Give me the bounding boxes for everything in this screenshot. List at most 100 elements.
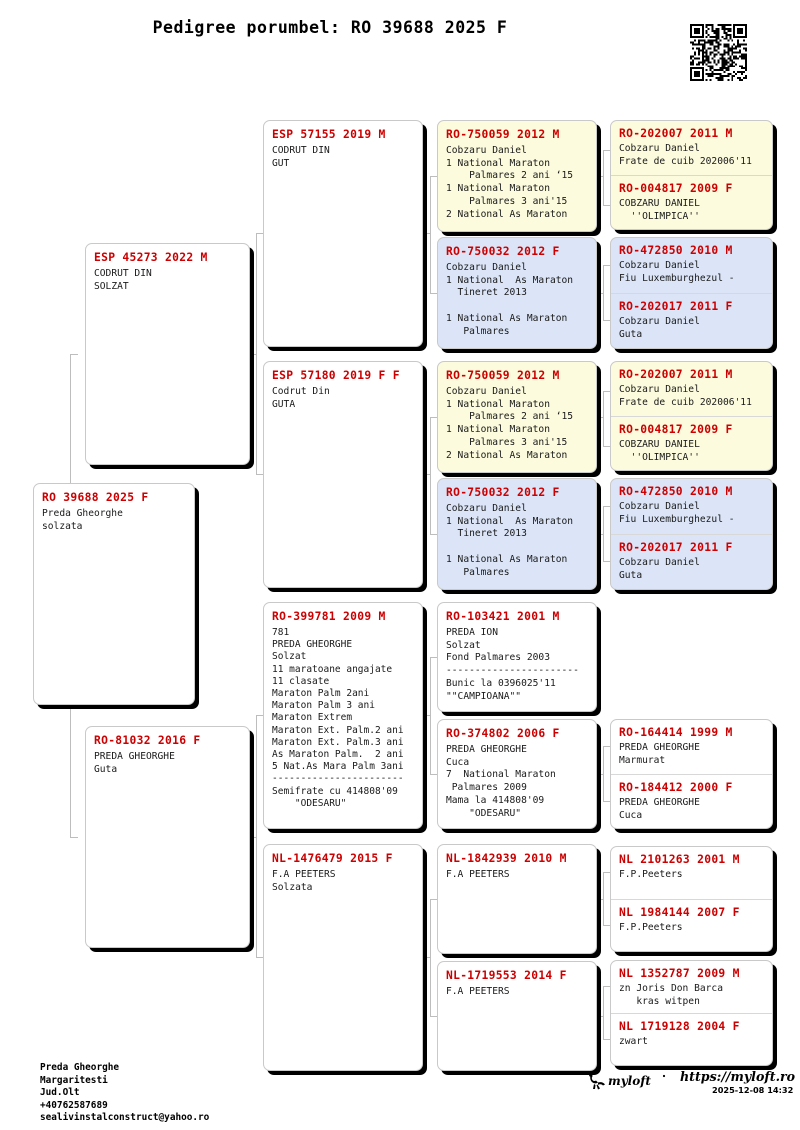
connector-line <box>256 233 257 474</box>
ring-number: RO-750059 2012 M <box>446 128 560 141</box>
connector-line <box>603 1039 611 1040</box>
pigeon-details: Cobzaru Daniel 1 National As Maraton Tin… <box>446 262 574 337</box>
gen4-card-7[interactable]: NL-1719553 2014 F F.A PEETERS <box>437 961 597 1071</box>
connector-line <box>430 899 438 900</box>
connector-line <box>603 265 604 320</box>
connector-line <box>603 801 611 802</box>
pigeon-details: Codrut Din GUTA <box>272 386 330 410</box>
ring-number: RO-184412 2000 F <box>619 781 733 794</box>
pigeon-details: CODRUT DIN GUT <box>272 145 330 169</box>
gen4-card-0[interactable]: RO-750059 2012 M Cobzaru Daniel 1 Nationa… <box>437 120 597 232</box>
gen5-stack-5: NL 2101263 2001 M F.P.Peeters NL 1984144 2… <box>610 846 773 952</box>
ring-number: NL-1719553 2014 F <box>446 969 567 982</box>
brand-url[interactable]: https://myloft.ro <box>680 1069 796 1084</box>
connector-line <box>423 957 430 958</box>
connector-line <box>597 534 603 535</box>
pigeon-details: 781 PREDA GHEORGHE Solzat 11 maratoane a… <box>272 627 404 809</box>
connector-line <box>603 746 611 747</box>
pigeon-details: F.P.Peeters <box>619 869 683 880</box>
ring-number: RO-202007 2011 M <box>619 368 733 381</box>
connector-line <box>603 320 611 321</box>
pigeon-details: zn Joris Don Barca kras witpen <box>619 983 723 1007</box>
connector-line <box>603 150 604 205</box>
gen4-card-2[interactable]: RO-750059 2012 M Cobzaru Daniel 1 Nationa… <box>437 361 597 473</box>
gen5-card-7[interactable]: RO-202017 2011 F Cobzaru Daniel Guta <box>611 535 772 589</box>
connector-line <box>70 837 78 838</box>
connector-line <box>603 986 604 1039</box>
connector-line <box>603 986 611 987</box>
pigeon-details: Cobzaru Daniel 1 National Maraton Palmar… <box>446 145 574 220</box>
connector-line <box>423 474 430 475</box>
pigeon-details: Cobzaru Daniel Guta <box>619 316 700 340</box>
ring-number: RO-750032 2012 F <box>446 245 560 258</box>
pigeon-details: Cobzaru Daniel 1 National Maraton Palmar… <box>446 386 574 461</box>
connector-line <box>603 506 604 561</box>
connector-line <box>603 446 611 447</box>
pigeon-details: Cobzaru Daniel Fiu Luxemburghezul - <box>619 501 735 525</box>
connector-line <box>597 417 603 418</box>
ring-number: RO-202017 2011 F <box>619 541 733 554</box>
ring-number: RO-750059 2012 M <box>446 369 560 382</box>
gen5-card-10[interactable]: NL 2101263 2001 M F.P.Peeters <box>611 847 772 900</box>
connector-line <box>250 837 256 838</box>
connector-line <box>603 265 611 266</box>
ring-number: NL-1476479 2015 F <box>272 852 393 865</box>
connector-line <box>430 899 431 1016</box>
pigeon-details: COBZARU DANIEL ''OLIMPICA'' <box>619 198 700 222</box>
ring-number: RO-164414 1999 M <box>619 726 733 739</box>
connector-line <box>430 774 438 775</box>
ring-number: ESP 45273 2022 M <box>94 251 208 264</box>
ring-number: RO-472850 2010 M <box>619 244 733 257</box>
gen5-card-8[interactable]: RO-164414 1999 M PREDA GHEORGHE Marmurat <box>611 720 772 775</box>
gen4-card-1[interactable]: RO-750032 2012 F Cobzaru Daniel 1 Nationa… <box>437 237 597 349</box>
gen4-card-5[interactable]: RO-374802 2006 F PREDA GHEORGHE Cuca 7 Na… <box>437 719 597 829</box>
connector-line <box>430 176 431 293</box>
owner-contact-info: Preda Gheorghe Margaritesti Jud.Olt +407… <box>40 1062 210 1124</box>
connector-line <box>430 534 438 535</box>
pigeon-details: Cobzaru Daniel Frate de cuib 202006'11 <box>619 143 752 167</box>
connector-line <box>430 176 438 177</box>
ring-number: RO 39688 2025 F <box>42 491 149 504</box>
connector-line <box>256 715 264 716</box>
pigeon-details: F.A PEETERS <box>446 986 510 997</box>
ring-number: NL 2101263 2001 M <box>619 853 740 866</box>
gen3-card-1[interactable]: ESP 57180 2019 F F Codrut Din GUTA <box>263 361 423 588</box>
ring-number: ESP 57180 2019 F F <box>272 369 400 382</box>
connector-line <box>597 293 603 294</box>
pigeon-details: PREDA GHEORGHE Marmurat <box>619 742 700 766</box>
connector-line <box>603 391 611 392</box>
ring-number: RO-004817 2009 F <box>619 423 733 436</box>
connector-line <box>430 417 438 418</box>
connector-line <box>603 872 604 925</box>
connector-line <box>430 1016 438 1017</box>
ring-number: RO-374802 2006 F <box>446 727 560 740</box>
pigeon-details: Cobzaru Daniel Guta <box>619 557 700 581</box>
pigeon-details: PREDA GHEORGHE Cuca 7 National Maraton P… <box>446 744 556 819</box>
connector-line <box>430 657 431 774</box>
